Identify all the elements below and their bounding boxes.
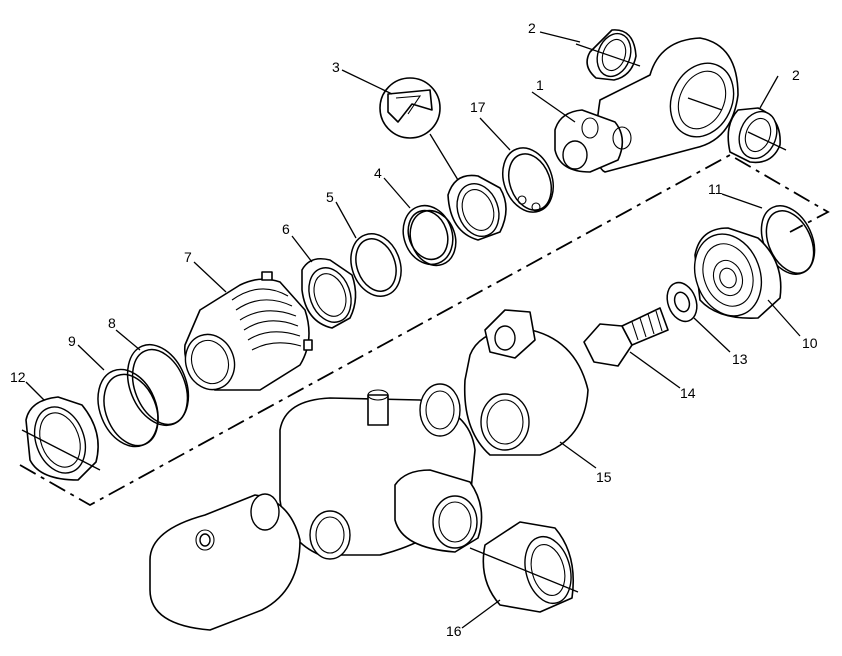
callout-4: 4 <box>374 165 382 181</box>
callout-9: 9 <box>68 333 76 349</box>
callout-6: 6 <box>282 221 290 237</box>
part-14-bolt <box>583 307 669 367</box>
callout-labels: 2 1 2 3 17 4 5 6 7 8 9 12 11 10 13 14 15… <box>10 20 818 639</box>
callout-7: 7 <box>184 249 192 265</box>
part-15-cap <box>463 309 589 456</box>
leader-lines <box>25 31 801 629</box>
callout-5: 5 <box>326 189 334 205</box>
part-7-head <box>184 271 313 391</box>
callout-11: 11 <box>708 181 723 197</box>
cylinder-body <box>279 383 483 560</box>
callout-15: 15 <box>596 469 612 485</box>
part-8-ring <box>126 343 190 427</box>
callout-13: 13 <box>732 351 748 367</box>
callout-2-right: 2 <box>792 67 800 83</box>
part-13-washer <box>666 281 698 323</box>
part-4-wear-ring <box>402 204 457 267</box>
callout-17: 17 <box>470 99 486 115</box>
part-17-snap-ring <box>502 147 554 213</box>
part-5-ring <box>350 233 402 297</box>
part-2-bushing-left <box>575 29 641 81</box>
part-9-ring <box>97 368 159 448</box>
cylinder-tube <box>149 493 301 631</box>
callout-2-left: 2 <box>528 20 536 36</box>
part-3-seal <box>447 174 507 241</box>
callout-10: 10 <box>802 335 818 351</box>
callout-3: 3 <box>332 59 340 75</box>
callout-14: 14 <box>680 385 696 401</box>
part-12-bushing <box>21 396 101 481</box>
part-16-bushing <box>469 521 579 613</box>
part-2-bushing-right <box>727 107 787 164</box>
part-6-bushing <box>301 257 357 329</box>
callout-1: 1 <box>536 77 544 93</box>
callout-12: 12 <box>10 369 26 385</box>
part-10-piston <box>693 227 782 319</box>
callout-16: 16 <box>446 623 462 639</box>
part-1-rod-eye <box>554 37 739 173</box>
callout-8: 8 <box>108 315 116 331</box>
part-3-seal-detail <box>379 77 459 181</box>
